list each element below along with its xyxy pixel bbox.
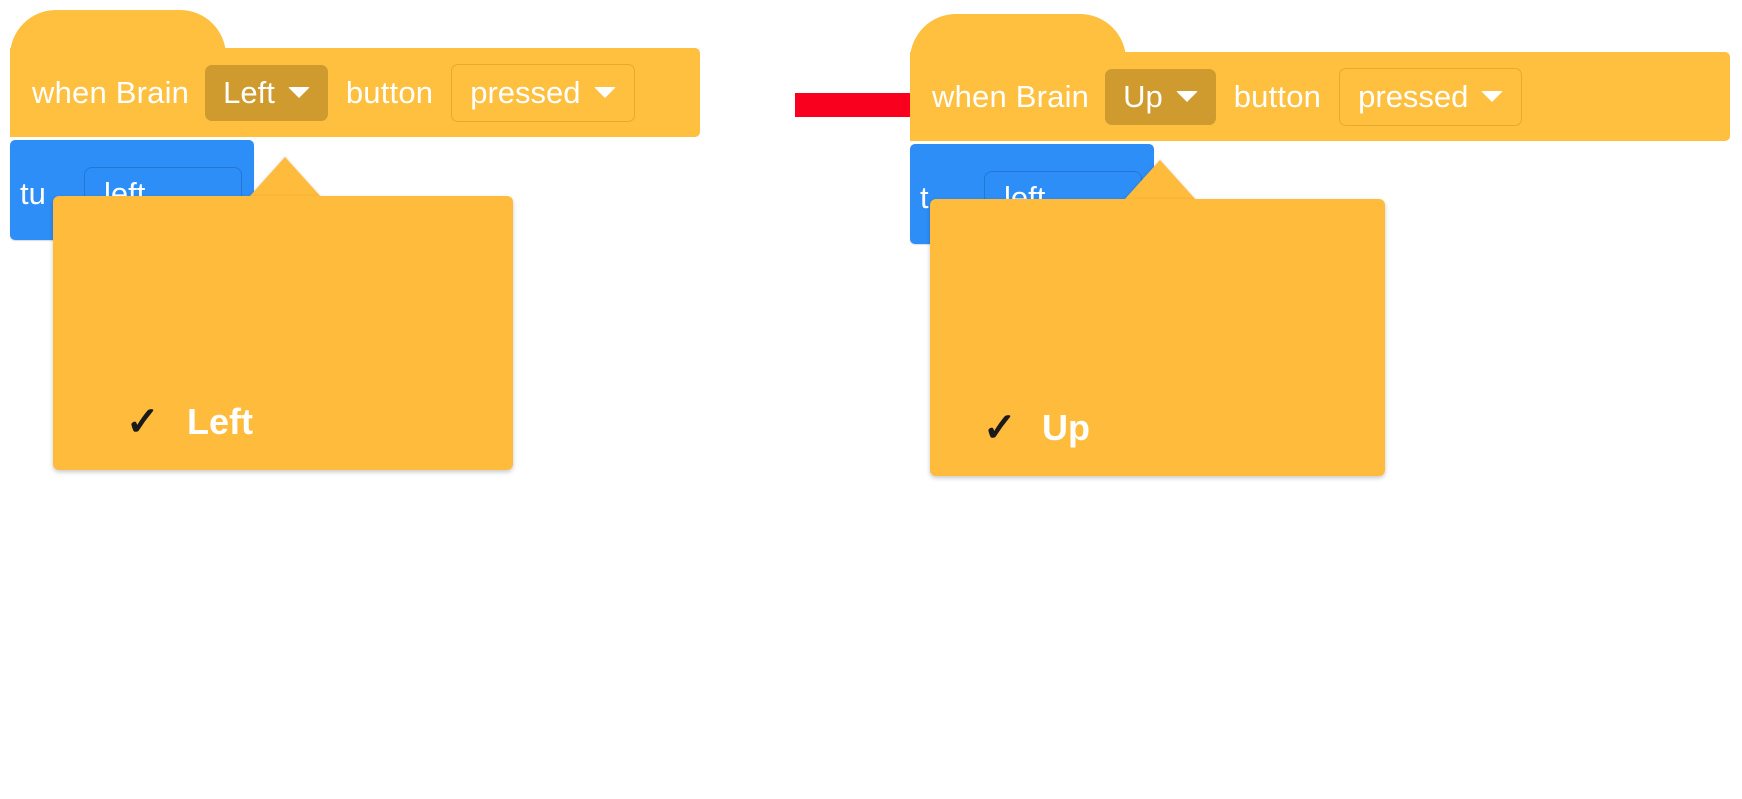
chevron-down-icon [287,87,310,98]
menu-panel [930,199,1385,476]
hat-block-content-row: when Brain Left button pressed [32,48,635,137]
button-selector-value: Left [223,75,275,110]
checkmark-icon: ✓ [126,400,160,444]
button-word-label: button [1233,79,1322,114]
hat-block-content-row: when Brain Up button pressed [932,52,1523,141]
state-selector-value: pressed [1358,79,1469,114]
menu-pointer-triangle [1124,160,1196,200]
menu-item-1[interactable]: Down [930,289,1385,619]
hat-block-body [10,48,700,137]
right-example-panel: when Brain Up button pressed t left [900,0,1742,797]
chevron-down-icon [593,87,616,98]
checkmark-icon: ✓ [983,406,1017,450]
state-selector-dropdown[interactable]: pressed [1339,67,1523,126]
menu-panel [53,196,513,470]
menu-item-1-label: Down [1042,580,1140,621]
menu-item-0-label: Up [1042,407,1090,448]
arrow-shaft [795,93,920,117]
when-brain-label: when Brain [932,79,1090,114]
when-brain-label: when Brain [32,75,190,110]
button-word-label: button [345,75,434,110]
state-selector-dropdown[interactable]: pressed [451,63,635,122]
chevron-down-icon [1481,91,1504,102]
button-selector-dropdown[interactable]: Left [205,64,328,121]
menu-item-2[interactable]: Check [930,379,1385,797]
button-selector-dropdown[interactable]: Up [1105,68,1216,125]
menu-pointer-triangle [249,157,321,197]
menu-item-0[interactable]: ✓ Left [53,196,513,442]
chevron-down-icon [1175,91,1198,102]
stack-block-label: tu [20,176,46,211]
menu-item-1-label: Right [187,579,279,620]
menu-item-2-label: Check [187,757,296,798]
state-selector-value: pressed [470,75,581,110]
stack-block-notch [938,144,1000,158]
hat-block-body [910,52,1730,141]
menu-item-0-label: Left [187,401,253,442]
menu-item-2[interactable]: Check [53,376,513,796]
menu-item-0[interactable]: ✓ Up [930,199,1385,448]
menu-item-2-label: Check [1042,758,1151,799]
left-example-panel: when Brain Left button pressed tu left [0,0,800,796]
stack-block-notch [38,140,100,154]
stack-block-label: t [920,180,929,215]
menu-item-1[interactable]: Right [53,286,513,618]
button-selector-value: Up [1123,79,1163,114]
